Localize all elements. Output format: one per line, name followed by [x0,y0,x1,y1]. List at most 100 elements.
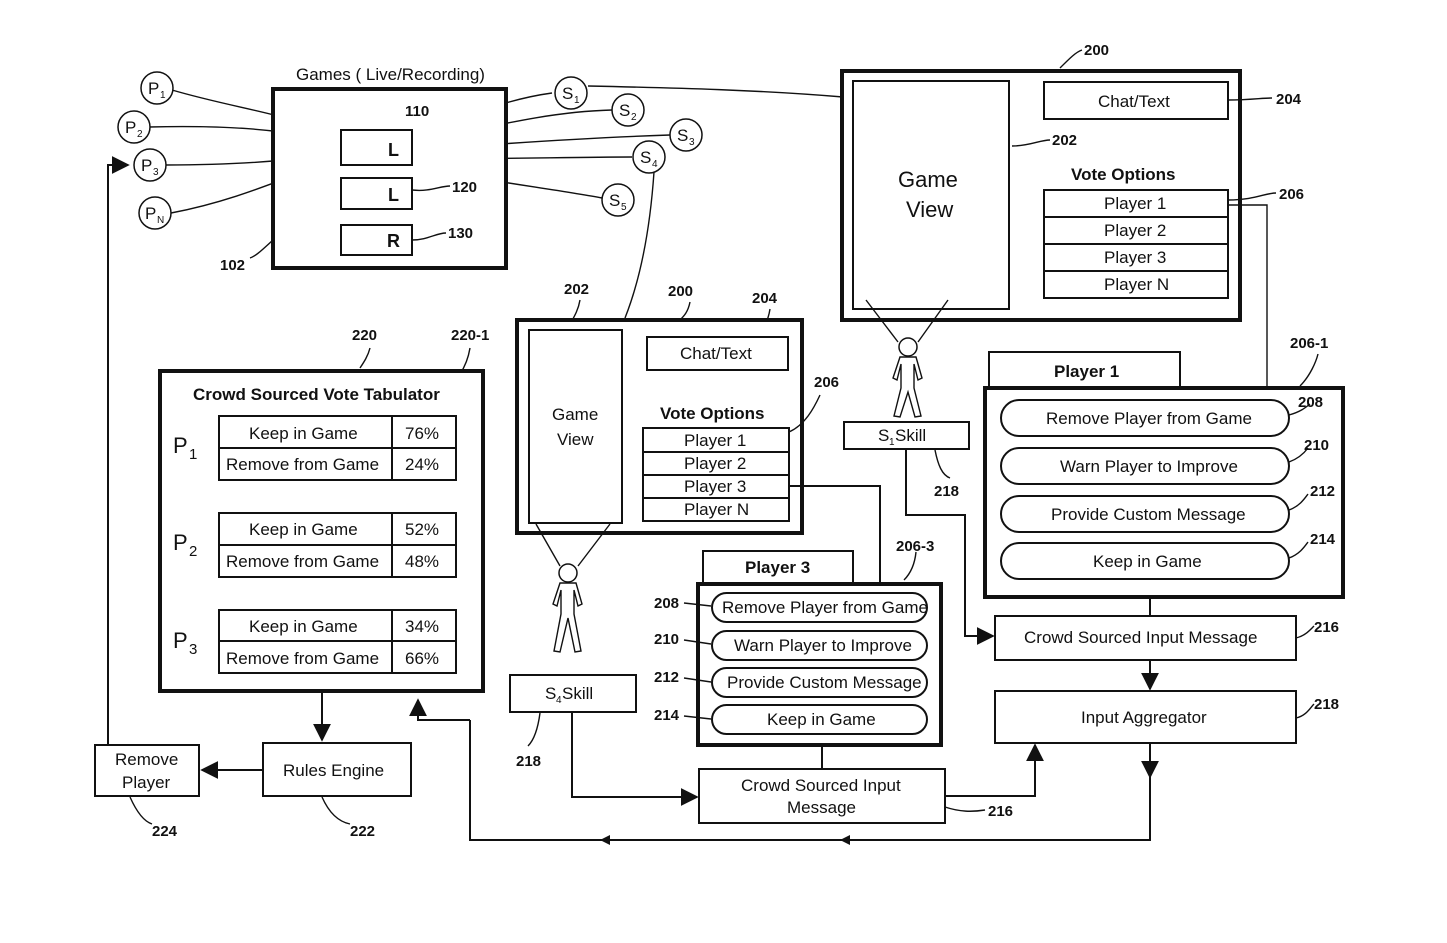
svg-text:Player 1: Player 1 [1054,362,1119,381]
vote-option[interactable]: Player 3 [1104,248,1166,267]
custom-message-option[interactable] [1000,495,1290,533]
svg-text:S: S [878,426,889,445]
svg-text:2: 2 [189,543,197,560]
svg-text:4: 4 [556,695,562,706]
svg-text:208: 208 [1298,394,1323,411]
player-p2: P 2 [117,110,151,144]
svg-text:Warn Player to Improve: Warn Player to Improve [1060,457,1238,476]
custom-message-option[interactable] [711,667,928,698]
svg-text:P: P [173,530,188,555]
svg-text:5: 5 [621,202,627,213]
svg-text:Skill: Skill [895,426,926,445]
svg-text:P: P [173,433,188,458]
viewer-small: 202 200 204 Game View Chat/Text Vote Opt… [515,281,881,582]
svg-text:200: 200 [668,283,693,300]
svg-text:Remove from Game: Remove from Game [226,552,379,571]
svg-text:Input Aggregator: Input Aggregator [1081,708,1207,727]
vote-option[interactable]: Player N [1104,275,1169,294]
svg-text:222: 222 [350,823,375,840]
svg-text:Crowd Sourced Input Message: Crowd Sourced Input Message [1024,628,1257,647]
remove-to-player-arrow [107,156,130,745]
svg-text:Player: Player [122,773,171,792]
svg-text:3: 3 [189,641,197,658]
svg-text:Game: Game [898,167,958,192]
return-to-tabulator-arrow [409,698,470,721]
svg-text:S: S [545,684,556,703]
svg-text:120: 120 [452,179,477,196]
vote-option[interactable]: Player 2 [684,454,746,473]
spectator-s3: S 3 [669,118,703,152]
svg-text:Warn Player to Improve: Warn Player to Improve [734,636,912,655]
input-aggregator: Input Aggregator 218 [994,690,1339,744]
svg-text:S: S [619,101,630,120]
svg-text:Provide Custom Message: Provide Custom Message [1051,505,1246,524]
svg-text:1: 1 [189,446,197,463]
games-title: Games ( Live/Recording) [296,65,485,84]
vote-option[interactable]: Player 3 [684,477,746,496]
remove-player-option[interactable] [711,592,928,623]
vote-option[interactable]: Player 1 [1104,194,1166,213]
spectator-s5: S 5 [601,183,635,217]
vote-option[interactable]: Player 1 [684,431,746,450]
svg-text:Remove Player from Game: Remove Player from Game [722,598,928,617]
svg-text:Remove: Remove [115,750,178,769]
svg-text:218: 218 [516,753,541,770]
svg-text:204: 204 [1276,91,1302,108]
svg-text:220-1: 220-1 [451,327,489,344]
svg-text:3: 3 [689,137,695,148]
svg-text:220: 220 [352,327,377,344]
svg-text:212: 212 [654,669,679,686]
svg-text:Provide Custom Message: Provide Custom Message [727,673,922,692]
svg-text:1: 1 [889,437,895,448]
svg-text:212: 212 [1310,483,1335,500]
keep-in-game-option[interactable] [711,704,928,735]
svg-text:S: S [562,84,573,103]
chat-box-large[interactable] [1043,81,1229,120]
svg-text:66%: 66% [405,649,439,668]
svg-text:Chat/Text: Chat/Text [680,344,752,363]
svg-text:48%: 48% [405,552,439,571]
svg-text:2: 2 [631,112,637,123]
keep-in-game-option[interactable] [1000,542,1290,580]
s4-skill-arrow [571,712,699,806]
svg-text:S: S [677,126,688,145]
svg-text:206: 206 [814,374,839,391]
svg-text:Keep in Game: Keep in Game [249,617,358,636]
panel-player1: Player 1 206-1 Remove Player from Game W… [983,335,1345,599]
svg-text:Chat/Text: Chat/Text [1098,92,1170,111]
feed-recording [340,224,413,256]
svg-text:Message: Message [787,798,856,817]
svg-text:208: 208 [654,595,679,612]
warn-player-option[interactable] [1000,447,1290,485]
svg-text:76%: 76% [405,424,439,443]
svg-text:N: N [157,215,164,226]
vote-option[interactable]: Player N [684,500,749,519]
svg-text:1: 1 [574,95,580,106]
game-view-large [852,80,1010,310]
svg-text:4: 4 [652,159,658,170]
svg-text:R: R [387,231,400,251]
spectator-figure-s1 [865,299,949,418]
svg-text:224: 224 [152,823,178,840]
svg-text:210: 210 [1304,437,1329,454]
svg-text:Player 3: Player 3 [745,558,810,577]
svg-text:206: 206 [1279,186,1304,203]
svg-text:P: P [173,628,188,653]
remove-player: Remove Player 224 [94,744,200,840]
svg-text:202: 202 [564,281,589,298]
games-box: Games ( Live/Recording) L L R 110 120 13… [220,65,508,274]
svg-text:202: 202 [1052,132,1077,149]
svg-text:204: 204 [752,290,778,307]
vote-option[interactable]: Player 2 [1104,221,1166,240]
svg-text:S: S [640,148,651,167]
svg-text:Remove from Game: Remove from Game [226,455,379,474]
remove-player-option[interactable] [1000,399,1290,437]
player-pn: P N [138,196,172,230]
feed-live-2 [340,177,413,210]
chat-box-small[interactable] [646,336,789,371]
svg-text:Skill: Skill [562,684,593,703]
svg-text:24%: 24% [405,455,439,474]
warn-player-option[interactable] [711,630,928,661]
svg-text:L: L [388,140,399,160]
